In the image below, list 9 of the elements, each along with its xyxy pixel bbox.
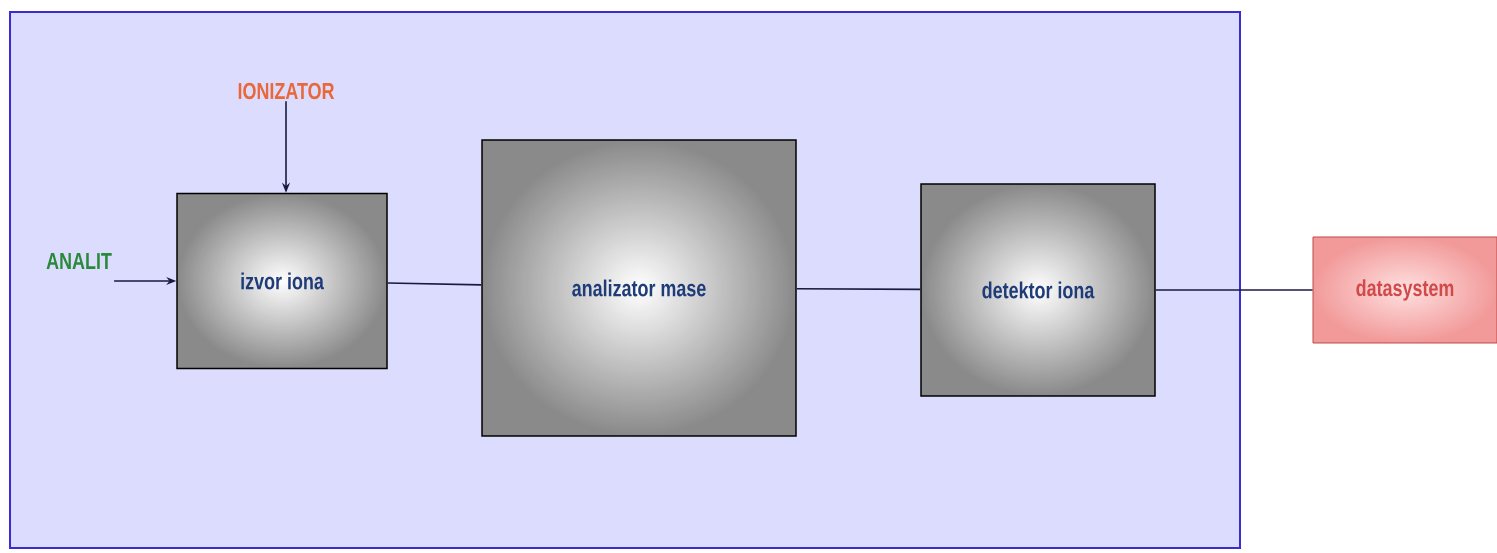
connector-line <box>386 282 483 286</box>
process-box: analizator mase <box>481 139 797 437</box>
process-box: izvor iona <box>176 192 388 370</box>
connector-line <box>795 287 922 291</box>
process-box: detektor iona <box>920 183 1156 397</box>
input-label: ANALIT <box>46 253 112 269</box>
output-box: datasystem <box>1312 236 1497 344</box>
connector-line <box>1154 289 1314 291</box>
input-label: IONIZATOR <box>238 82 335 100</box>
